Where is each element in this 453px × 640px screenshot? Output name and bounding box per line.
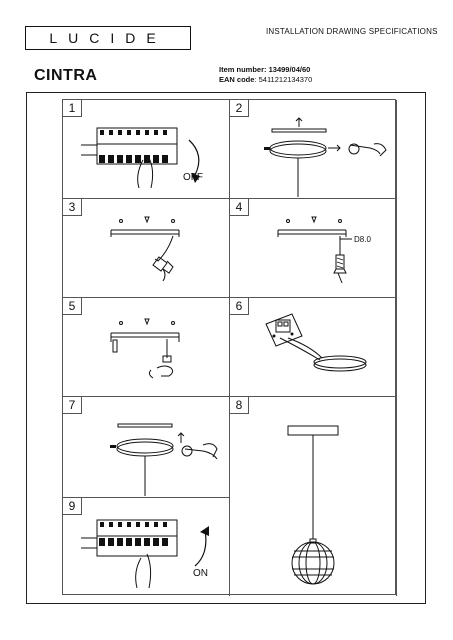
canopy-fixing-illustration [110,423,218,496]
wiring-illustration [265,313,367,372]
step-number: 4 [230,199,249,216]
step-8-panel: 8 [230,397,397,596]
steps-grid: 1 OFF 2 [62,99,397,596]
step-5-panel: 5 [63,298,230,397]
page-frame [26,92,426,604]
screw-bracket-illustration [110,318,180,379]
step-number: 3 [63,199,82,216]
step-number: 6 [230,298,249,315]
step-number: 9 [63,498,82,515]
step-number: 5 [63,298,82,315]
step-number: 7 [63,397,82,414]
canopy-removal-illustration [264,117,387,197]
step-9-panel: 9 ON [63,498,230,596]
item-number-line: Item number: 13499/04/60 [219,65,310,74]
step-number: 1 [63,100,82,117]
lucide-logo: LUCIDE [25,26,191,50]
finished-lamp-illustration [287,425,339,585]
breaker-on-illustration: ON [81,519,209,589]
drilling-illustration: D8.0 [277,216,371,284]
item-number: 13499/04/60 [268,65,311,74]
on-label: ON [193,568,208,579]
drill-size-label: D8.0 [354,235,371,244]
ean-line: EAN code: 5411212134370 [219,75,312,84]
logo-text: LUCIDE [49,30,166,46]
off-label: OFF [183,172,203,183]
step-4-panel: 4 D8.0 [230,199,397,298]
step-number: 2 [230,100,249,117]
step-2-panel: 2 [230,100,397,199]
ean-value: : 5411212134370 [254,75,313,84]
step-6-panel: 6 [230,298,397,397]
step-7-panel: 7 [63,397,230,498]
step-3-panel: 3 [63,199,230,298]
product-name: CINTRA [34,67,98,84]
step-1-panel: 1 OFF [63,100,230,199]
item-label: Item number: [219,65,267,74]
document-title: INSTALLATION DRAWING SPECIFICATIONS [266,27,438,36]
step-number: 8 [230,397,249,414]
bracket-mounting-illustration [110,216,180,282]
ean-label: EAN code [219,75,255,84]
breaker-off-illustration: OFF [81,127,203,189]
